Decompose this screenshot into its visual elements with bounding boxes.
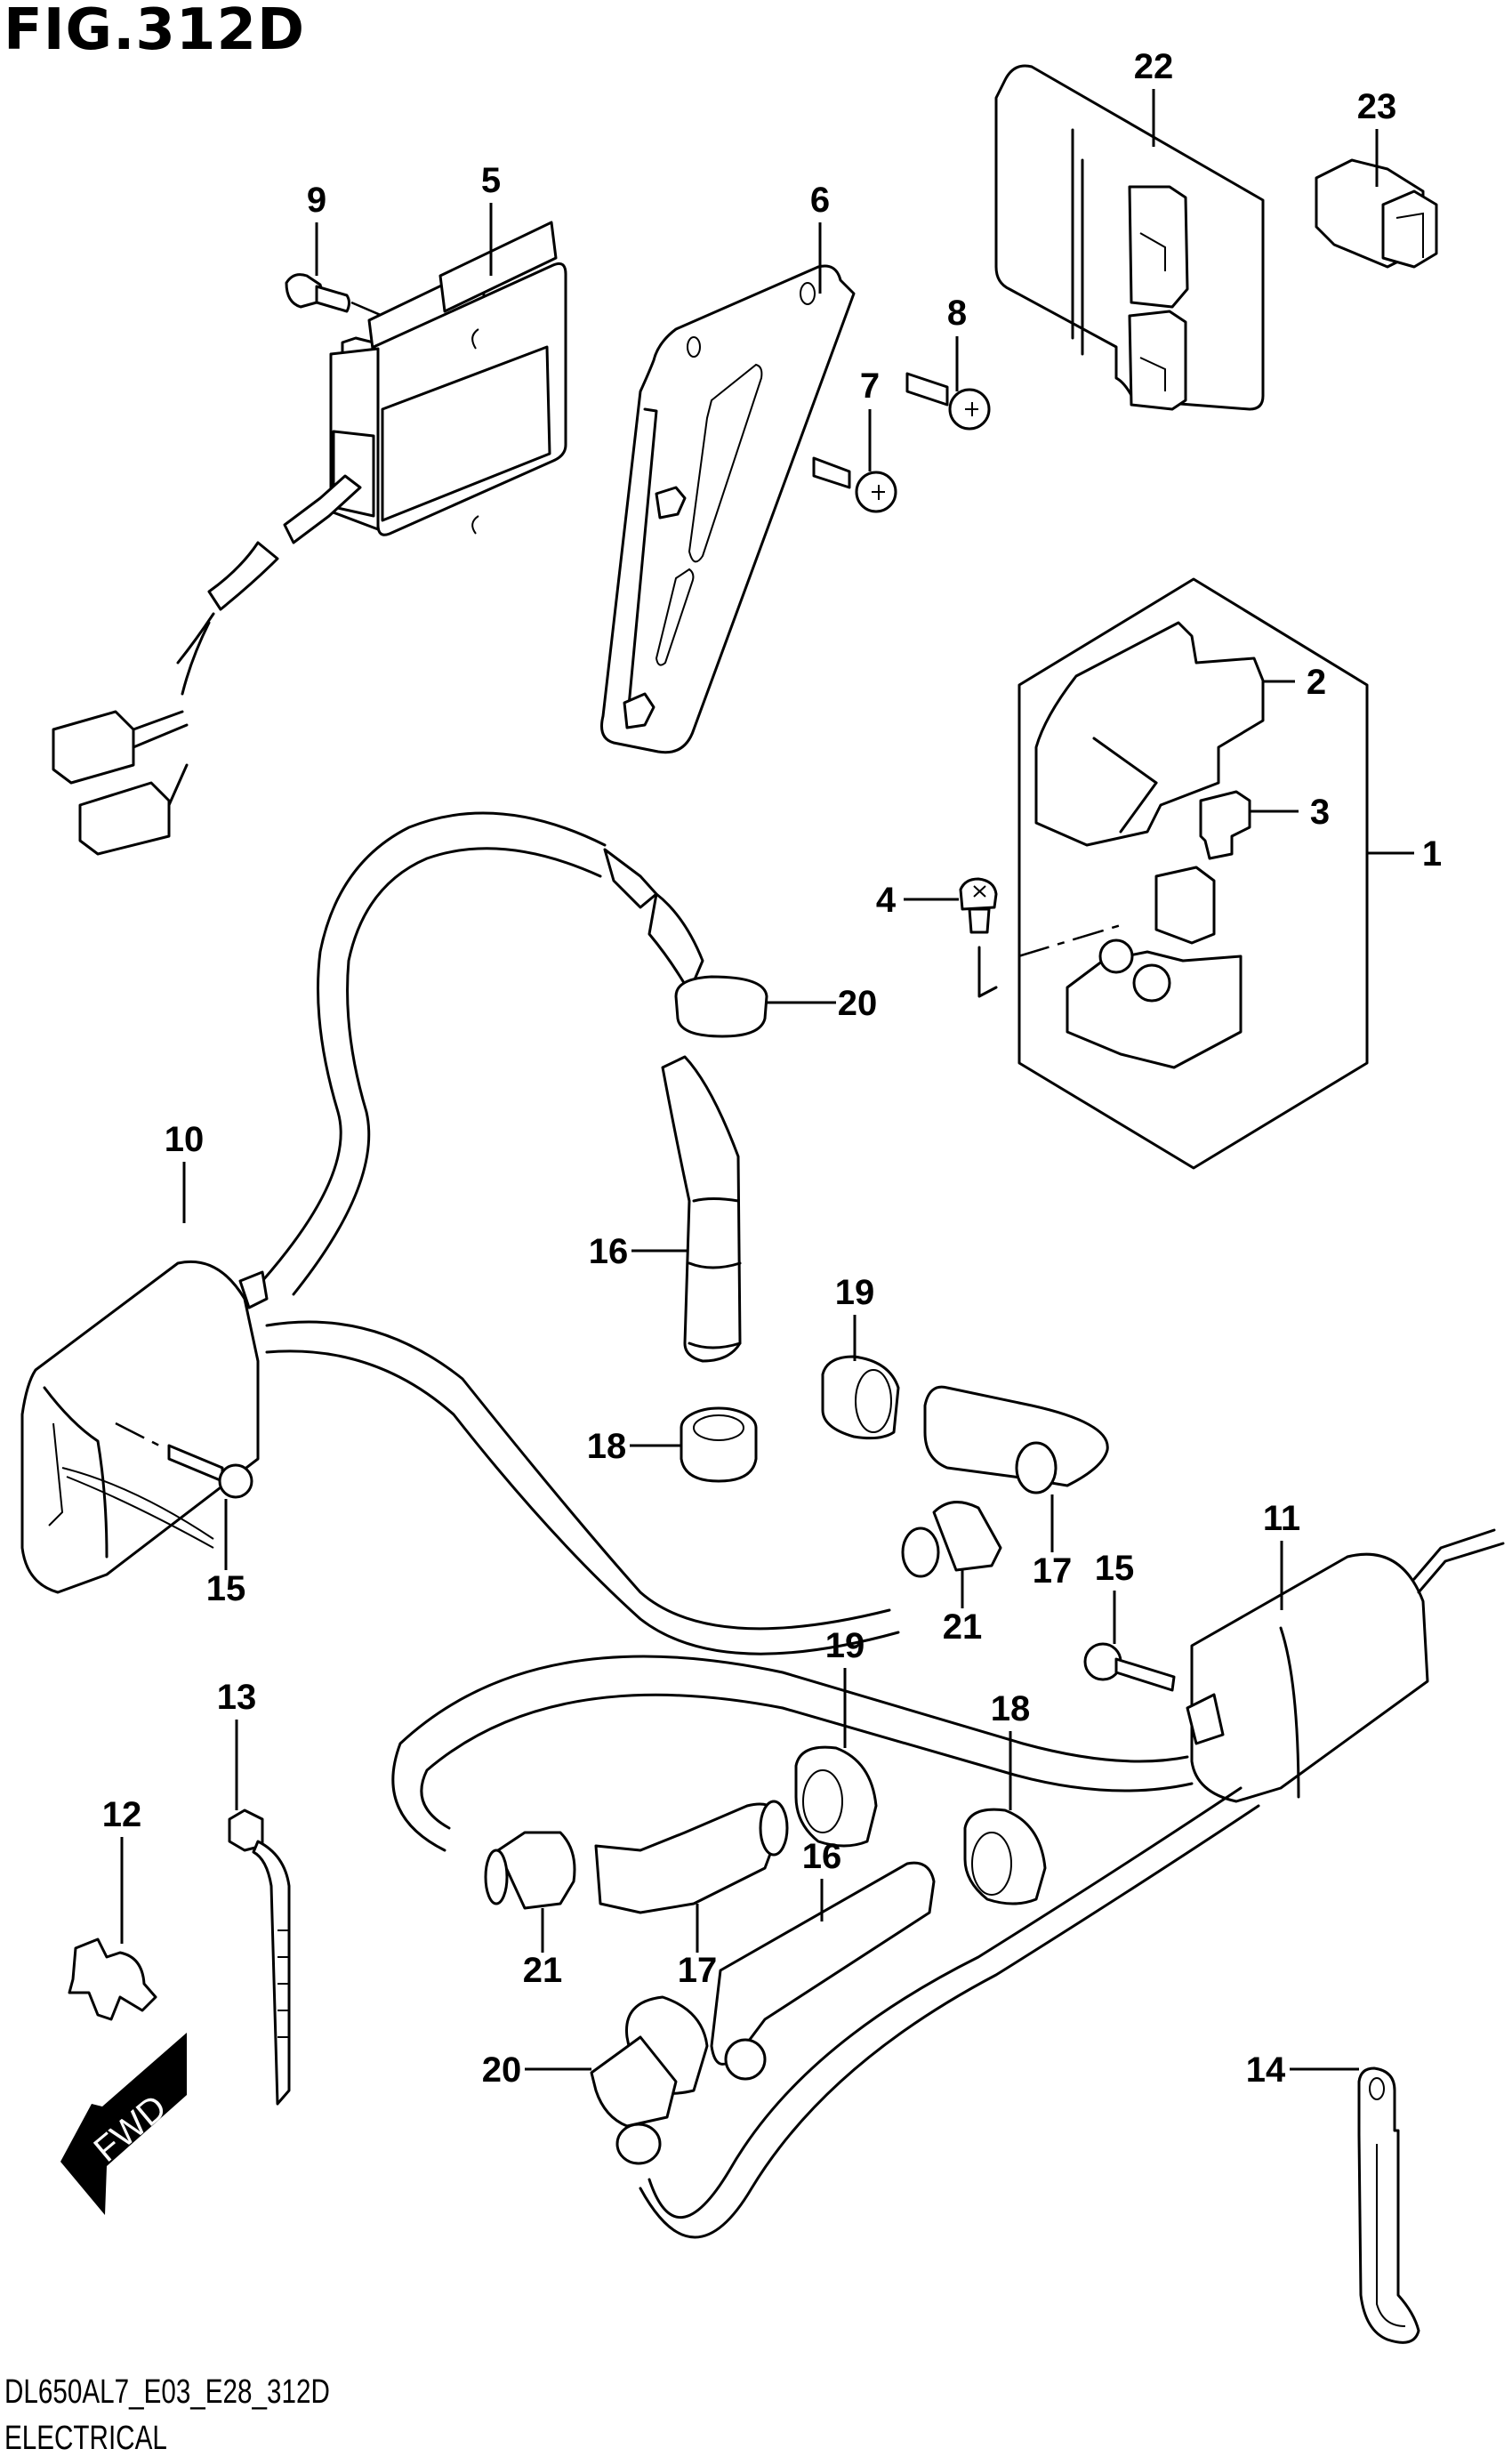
callout-clamp: 14 bbox=[1246, 2050, 1359, 2090]
callout-number[interactable]: 5 bbox=[481, 161, 501, 200]
callout-relay-cover: 2 bbox=[1263, 663, 1326, 702]
callout-number[interactable]: 15 bbox=[1095, 1549, 1135, 1588]
plug-cap-20-lower-drawing[interactable] bbox=[590, 1995, 709, 2165]
ecm-unit-drawing[interactable] bbox=[994, 64, 1265, 411]
callout-number[interactable]: 17 bbox=[1033, 1551, 1073, 1591]
callout-regulator-rectifier: 5 bbox=[481, 161, 501, 276]
seal-19-upper-drawing[interactable] bbox=[821, 1355, 900, 1440]
callout-number[interactable]: 14 bbox=[1246, 2050, 1286, 2090]
callout-seal: 21 bbox=[523, 1908, 563, 1990]
callout-number[interactable]: 6 bbox=[810, 181, 830, 220]
bolt-15-left-drawing[interactable] bbox=[115, 1422, 253, 1499]
screw-7-drawing[interactable] bbox=[812, 456, 897, 513]
connector-drawing[interactable] bbox=[1315, 158, 1438, 269]
callout-number[interactable]: 20 bbox=[838, 984, 878, 1023]
callout-fuse: 3 bbox=[1250, 793, 1330, 832]
callout-bracket: 6 bbox=[810, 181, 830, 294]
bolt-9-drawing[interactable] bbox=[285, 273, 383, 318]
callout-ecm-unit: 22 bbox=[1134, 47, 1174, 147]
callout-number[interactable]: 9 bbox=[307, 181, 326, 220]
bracket-drawing[interactable] bbox=[600, 264, 856, 754]
clamp-14-drawing[interactable] bbox=[1357, 2066, 1420, 2344]
plug-cap-17-upper-drawing[interactable] bbox=[923, 1385, 1109, 1494]
callout-seal: 21 bbox=[943, 1570, 983, 1647]
clamp-12-drawing[interactable] bbox=[68, 1937, 157, 2021]
callout-seal: 18 bbox=[991, 1689, 1031, 1810]
callout-number[interactable]: 19 bbox=[835, 1273, 875, 1312]
figure-title: FIG.312D bbox=[4, 0, 306, 63]
callout-starter-relay-assembly: 1 bbox=[1367, 834, 1442, 874]
starter-relay-assembly-drawing[interactable] bbox=[1017, 577, 1369, 1170]
callout-number[interactable]: 13 bbox=[217, 1678, 257, 1717]
front-coil-lead-drawing[interactable] bbox=[261, 811, 768, 1296]
callout-number[interactable]: 17 bbox=[678, 1951, 718, 1990]
callout-number[interactable]: 3 bbox=[1310, 793, 1330, 832]
callout-number[interactable]: 21 bbox=[523, 1951, 563, 1990]
callout-number[interactable]: 10 bbox=[165, 1120, 205, 1159]
callout-number[interactable]: 15 bbox=[206, 1569, 246, 1608]
ignition-coil-front-drawing[interactable] bbox=[20, 1260, 900, 1655]
callout-number[interactable]: 8 bbox=[947, 294, 967, 333]
callout-screw: 4 bbox=[876, 881, 959, 920]
callout-number[interactable]: 22 bbox=[1134, 47, 1174, 86]
callout-clamp: 12 bbox=[102, 1795, 142, 1944]
bolt-15-right-drawing[interactable] bbox=[1083, 1642, 1176, 1692]
callout-number[interactable]: 18 bbox=[587, 1427, 627, 1466]
callout-bolt: 15 bbox=[1095, 1549, 1135, 1644]
regulator-rectifier-drawing[interactable] bbox=[52, 221, 567, 856]
forward-arrow-icon: FWD bbox=[60, 2033, 187, 2215]
seal-18-upper-drawing[interactable] bbox=[680, 1406, 758, 1483]
callout-plug-cap: 17 bbox=[1033, 1494, 1073, 1591]
callout-plug-cap: 20 bbox=[767, 984, 877, 1023]
callout-ignition-coil-front: 10 bbox=[165, 1120, 205, 1223]
callout-seal: 19 bbox=[825, 1626, 865, 1748]
callout-plug-cap: 17 bbox=[678, 1904, 718, 1990]
seal-21-upper-drawing[interactable] bbox=[901, 1501, 1002, 1578]
callout-number[interactable]: 23 bbox=[1357, 87, 1397, 126]
callout-connector: 23 bbox=[1357, 87, 1397, 187]
callout-plug-cap: 16 bbox=[589, 1232, 687, 1271]
callout-number[interactable]: 19 bbox=[825, 1626, 865, 1665]
cable-tie-drawing[interactable] bbox=[228, 1809, 291, 2106]
plug-cap-17-lower-drawing[interactable] bbox=[594, 1800, 789, 1914]
callout-number[interactable]: 12 bbox=[102, 1795, 142, 1834]
seal-18-lower-drawing[interactable] bbox=[963, 1808, 1047, 1905]
callout-number[interactable]: 4 bbox=[876, 881, 897, 920]
callout-number[interactable]: 16 bbox=[802, 1837, 842, 1876]
callout-number[interactable]: 7 bbox=[860, 367, 880, 406]
callout-plug-cap: 20 bbox=[482, 2050, 591, 2090]
plug-cap-16-upper-drawing[interactable] bbox=[661, 1055, 742, 1363]
screw-4-drawing[interactable] bbox=[959, 877, 1122, 998]
model-code: DL650AL7_E03_E28_312D bbox=[4, 2373, 330, 2411]
ignition-coil-rear-drawing[interactable] bbox=[391, 1528, 1505, 2239]
callout-number[interactable]: 2 bbox=[1307, 663, 1326, 702]
callout-seal: 18 bbox=[587, 1427, 681, 1466]
callout-plug-cap: 16 bbox=[802, 1837, 842, 1921]
callout-bolt: 15 bbox=[206, 1499, 246, 1608]
callout-number[interactable]: 1 bbox=[1422, 834, 1442, 874]
callout-number[interactable]: 11 bbox=[1263, 1499, 1300, 1538]
callout-ignition-coil-rear: 11 bbox=[1263, 1499, 1300, 1610]
callout-number[interactable]: 20 bbox=[482, 2050, 522, 2090]
seal-19-lower-drawing[interactable] bbox=[794, 1745, 878, 1848]
callout-cable-tie: 13 bbox=[217, 1678, 257, 1810]
callout-number[interactable]: 21 bbox=[943, 1607, 983, 1647]
callout-bolt: 9 bbox=[307, 181, 326, 276]
callout-screw: 8 bbox=[947, 294, 967, 391]
section-name: ELECTRICAL bbox=[4, 2420, 167, 2457]
seal-21-lower-drawing[interactable] bbox=[484, 1831, 576, 1910]
screw-8-drawing[interactable] bbox=[905, 372, 991, 431]
plug-cap-16-lower-drawing[interactable] bbox=[710, 1861, 936, 2081]
callout-number[interactable]: 16 bbox=[589, 1232, 629, 1271]
callout-number[interactable]: 18 bbox=[991, 1689, 1031, 1728]
callout-seal: 19 bbox=[835, 1273, 875, 1361]
callout-screw: 7 bbox=[860, 367, 880, 471]
